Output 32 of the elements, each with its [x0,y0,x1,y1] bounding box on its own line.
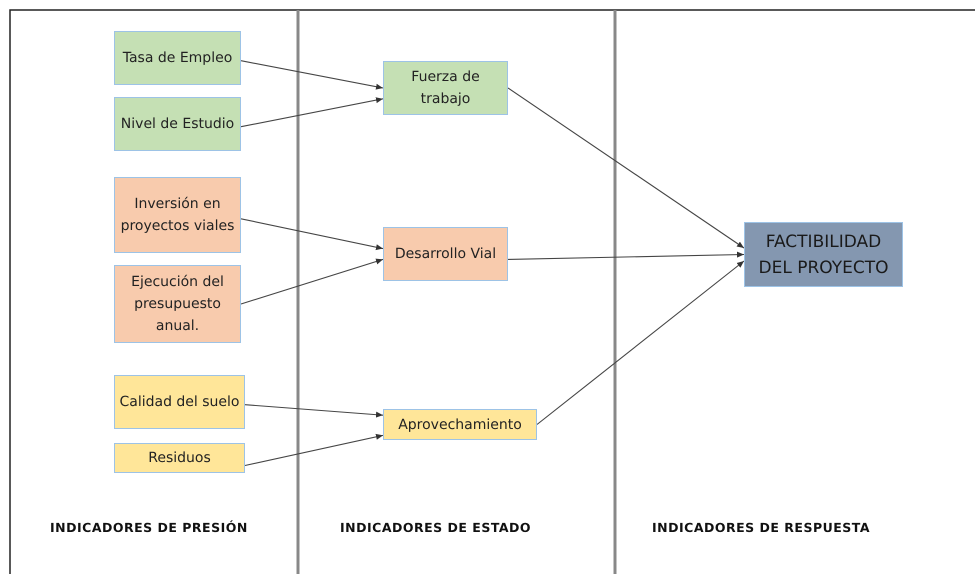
arrow [240,218,384,250]
node-label: Fuerza de trabajo [410,68,481,109]
node-label: Nivel de Estudio [120,115,234,134]
indicator-box [114,265,241,343]
indicator-box [114,97,241,151]
node-label: Calidad del suelo [119,393,240,412]
indicator-box [383,409,537,440]
indicator-box [114,177,241,253]
arrow [240,258,384,305]
arrow [508,88,744,248]
arrow [536,260,744,425]
node-label: Inversión en proyectos viales [120,195,236,236]
arrow [508,252,744,260]
result-box [744,222,903,287]
arrow [240,60,384,90]
node-label: Residuos [148,449,211,468]
node-label: Aprovechamiento [398,416,522,434]
node-label: Ejecución del presupuesto anual. [130,273,225,336]
node-label: Tasa de Empleo [122,49,232,68]
arrow [244,404,384,418]
indicator-box [114,443,245,473]
column-heading: INDICADORES DE RESPUESTA [652,520,870,535]
column-heading: INDICADORES DE ESTADO [340,520,532,535]
indicator-box [383,227,508,281]
arrow [244,434,384,466]
node-label: Desarrollo Vial [394,245,496,264]
indicator-box [114,375,245,429]
node-label: FACTIBILIDAD DEL PROYECTO [758,230,890,280]
indicator-box [114,31,241,85]
arrow [240,97,384,128]
indicator-box [383,61,508,115]
column-heading: INDICADORES DE PRESIÓN [50,520,248,535]
